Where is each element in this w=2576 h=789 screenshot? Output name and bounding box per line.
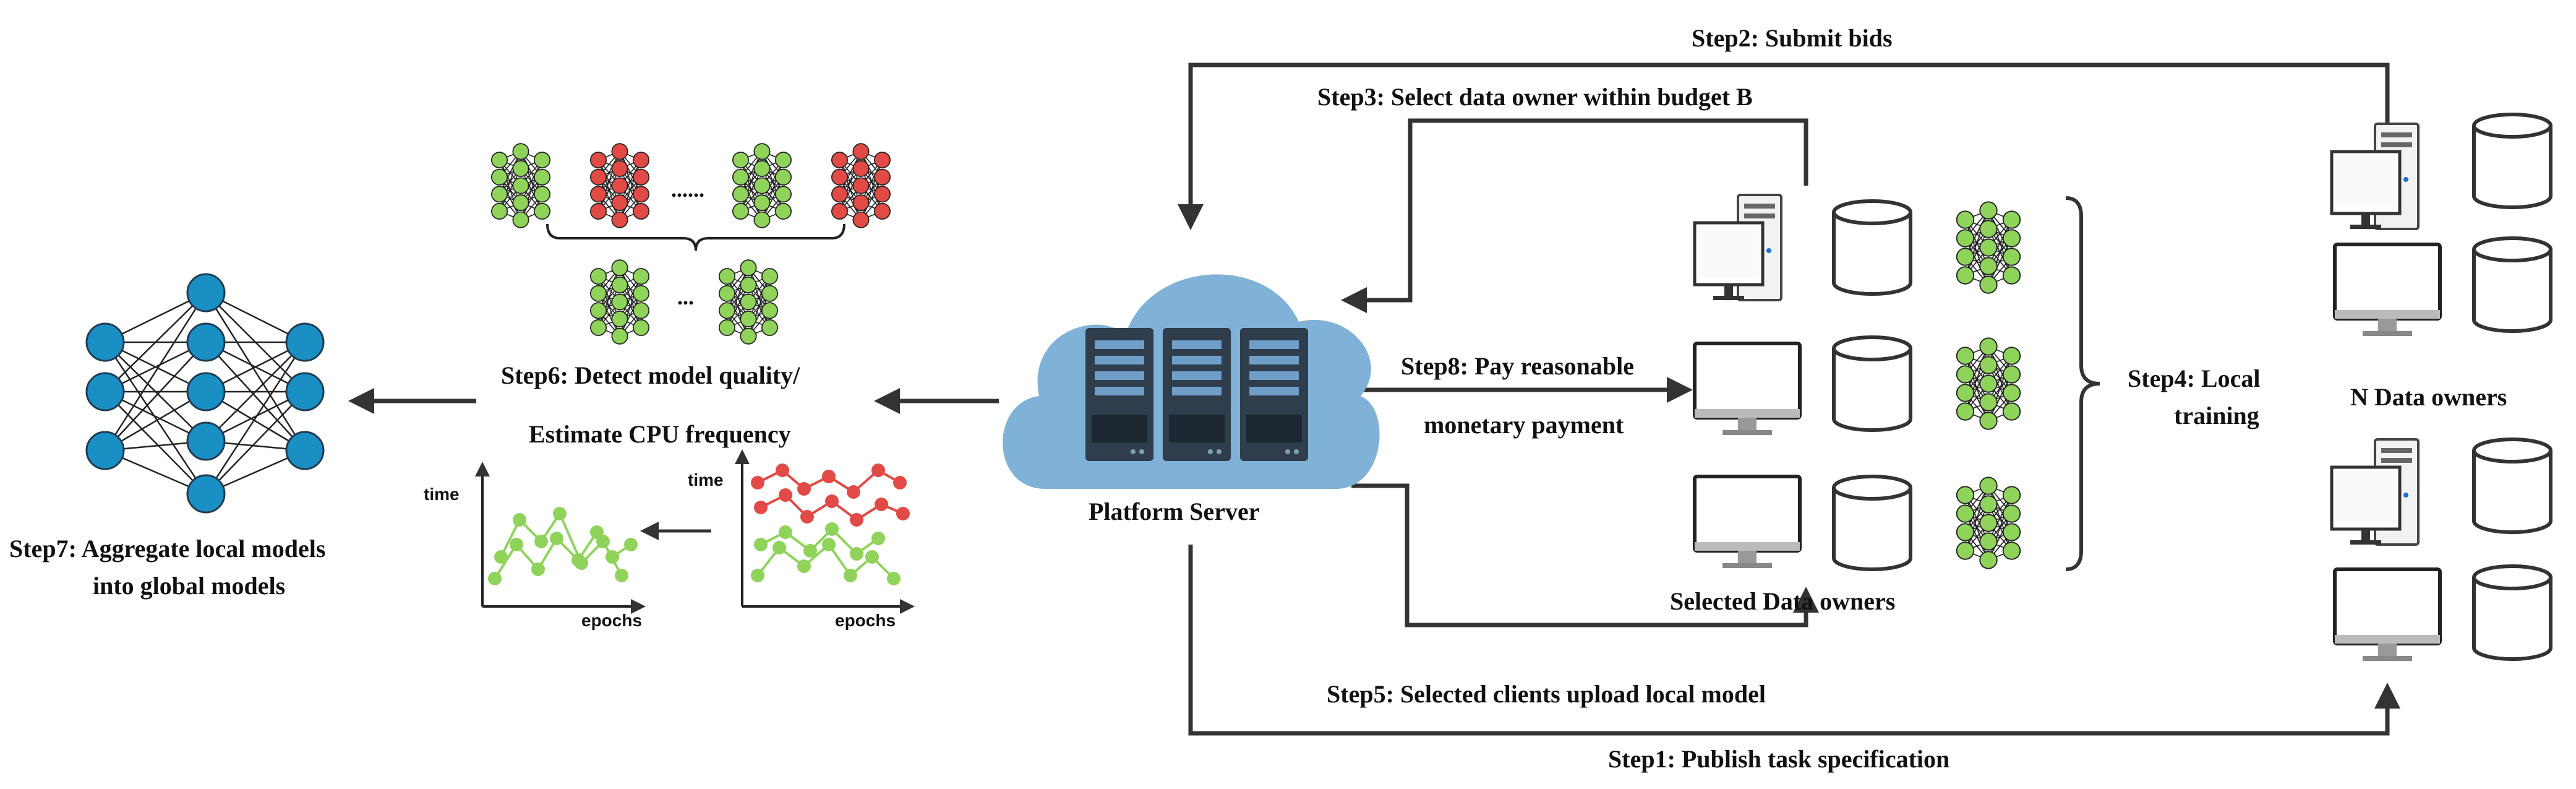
step6-label-line2: Estimate CPU frequency: [529, 420, 791, 448]
neural-network-icons: [490, 143, 2021, 569]
selected-owner-1: [1695, 195, 1781, 300]
model-ellipsis-short: ...: [677, 285, 694, 309]
owner-db-2: [2474, 238, 2551, 331]
selected-data-owners-label: Selected Data owners: [1670, 587, 1895, 615]
model-net-good-1: [490, 143, 551, 228]
selected-owner-3-database: [1834, 476, 1911, 569]
selected-owner-3-monitor: [1695, 476, 1800, 568]
global-model-network: [85, 273, 325, 514]
model-net-bad-2: [831, 143, 891, 228]
step4-label-line1: Step4: Local: [2128, 364, 2260, 392]
step4-label-line2: training: [2174, 402, 2259, 429]
step5-label: Step5: Selected clients upload local mod…: [1327, 680, 1766, 708]
plot-right-series-green-b: [754, 522, 885, 561]
model-quality-plot-left: [475, 462, 646, 614]
plot-left-time-label: time: [424, 485, 460, 504]
n-data-owners-label: N Data owners: [2350, 383, 2507, 411]
model-net-filtered-2: [718, 259, 779, 345]
local-training-brace: [2065, 196, 2100, 571]
plot-right-series-red-b: [754, 488, 910, 527]
owner-db-3: [2474, 439, 2551, 532]
step5-arrow: [1351, 483, 1819, 627]
selected-owner-1-database: [1834, 201, 1911, 294]
plot-left-series-b: [494, 507, 628, 582]
step6-label-line1: Step6: Detect model quality/: [501, 361, 800, 389]
step3-label: Step3: Select data owner within budget B: [1317, 83, 1753, 111]
server-rack-icon: [1085, 328, 1308, 461]
selected-owner-2-monitor: [1695, 343, 1800, 435]
owner-monitor-2: [2335, 244, 2440, 336]
local-net-2: [1956, 337, 2021, 430]
platform-server-label: Platform Server: [1089, 498, 1260, 525]
owner-pc-3: [2332, 439, 2418, 545]
owner-db-4: [2474, 566, 2551, 659]
plot-right-series-red-a: [751, 463, 907, 499]
owner-monitor-4: [2335, 569, 2440, 661]
model-net-bad-1: [589, 143, 650, 228]
plot-left-epochs-label: epochs: [581, 611, 642, 630]
owner-pc-1: [2332, 124, 2418, 229]
step8-label-line1: Step8: Pay reasonable: [1401, 352, 1634, 380]
step3-arrow: [1341, 118, 1808, 313]
plot-right-epochs-label: epochs: [835, 611, 896, 630]
selected-owner-2-database: [1834, 337, 1911, 430]
step7-label-line2: into global models: [93, 572, 285, 600]
step7-label-line1: Step7: Aggregate local models: [9, 535, 325, 563]
local-net-1: [1956, 201, 2021, 294]
selected-data-owners-group: [1695, 195, 1911, 569]
model-quality-plot-right: [735, 449, 915, 614]
model-group-brace: [546, 223, 845, 251]
model-net-filtered-1: [589, 259, 650, 345]
plot-right-time-label: time: [688, 470, 724, 489]
model-ellipsis-long: ......: [671, 177, 704, 202]
local-net-3: [1956, 476, 2021, 569]
owner-db-1: [2474, 114, 2551, 207]
step2-arrow: [1178, 63, 2390, 230]
step8-label-line2: monetary payment: [1424, 411, 1624, 439]
step1-arrow: [1188, 545, 2400, 736]
plot-right-series-green-a: [751, 538, 901, 585]
step1-label: Step1: Publish task specification: [1608, 745, 1949, 773]
model-net-good-2: [732, 143, 792, 228]
platform-server-cloud: [1003, 274, 1380, 489]
step2-label: Step2: Submit bids: [1692, 24, 1893, 52]
